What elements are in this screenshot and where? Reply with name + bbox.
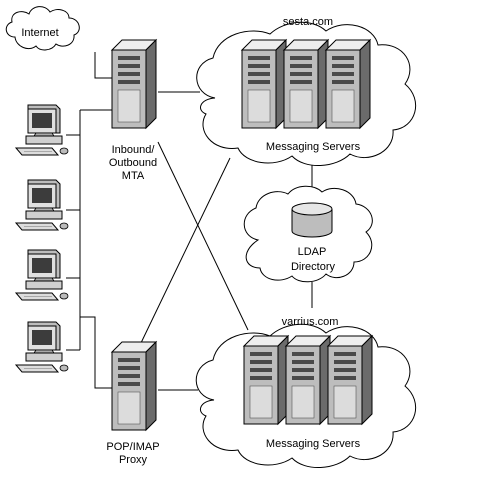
- server-tower-icon: [111, 341, 157, 431]
- desktop-computer-icon: [15, 179, 69, 231]
- proxy-sesta-link: [139, 157, 231, 346]
- desktop-computer-icon: [15, 249, 69, 301]
- internet-mta-link: [94, 52, 112, 79]
- lan-to-proxy: [80, 316, 112, 389]
- mta-label: Inbound/: [112, 144, 156, 156]
- varrius-servers-label: Messaging Servers: [266, 438, 361, 450]
- varrius-server-group: [243, 335, 373, 425]
- cloud-icon: [5, 6, 80, 51]
- mta-varrius-link: [157, 141, 249, 331]
- server-tower-icon: [283, 39, 329, 129]
- sesta-server-group: [241, 39, 371, 129]
- ldap-cloud: LDAP Directory: [243, 185, 373, 283]
- server-tower-icon: [241, 39, 287, 129]
- internet-label: Internet: [21, 27, 58, 39]
- mta-label-3: MTA: [122, 170, 145, 182]
- proxy-server: POP/IMAP Proxy: [106, 341, 160, 466]
- desktop-computer-icon: [15, 321, 69, 373]
- sesta-servers-label: Messaging Servers: [266, 141, 361, 153]
- server-tower-icon: [325, 39, 371, 129]
- mta-server: Inbound/ Outbound MTA: [109, 39, 157, 182]
- internet-cloud: Internet: [5, 6, 80, 51]
- proxy-label-2: Proxy: [119, 454, 148, 466]
- sesta-domain-label: sesta.com: [283, 16, 333, 28]
- server-tower-icon: [285, 335, 331, 425]
- ldap-label-2: Directory: [291, 261, 336, 273]
- proxy-label: POP/IMAP: [106, 441, 159, 453]
- server-tower-icon: [111, 39, 157, 129]
- desktop-computer-icon: [15, 104, 69, 156]
- ldap-label: LDAP: [298, 246, 327, 258]
- server-tower-icon: [243, 335, 289, 425]
- mta-label-2: Outbound: [109, 157, 157, 169]
- varrius-domain-label: varrius.com: [282, 316, 339, 328]
- server-tower-icon: [327, 335, 373, 425]
- database-cylinder-icon: [291, 202, 333, 238]
- client-workstations: [15, 104, 69, 373]
